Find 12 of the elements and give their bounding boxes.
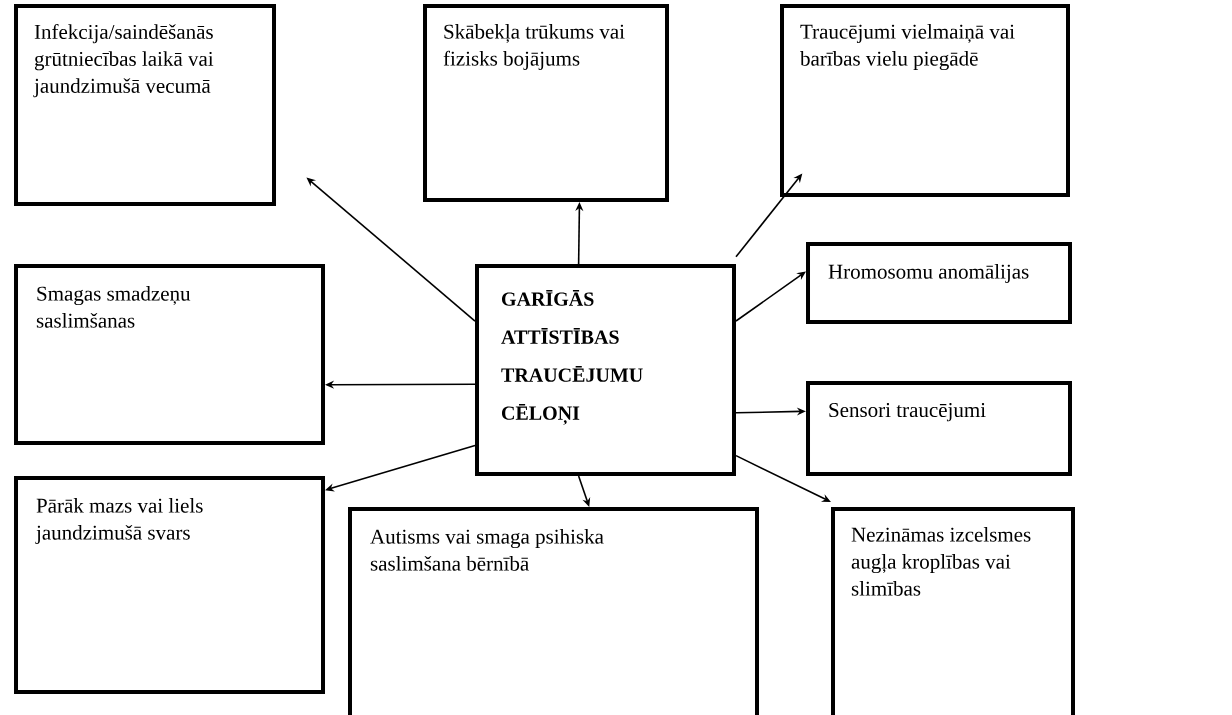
cause-box: Sensori traucējumi (806, 381, 1072, 476)
arrow (735, 271, 806, 322)
cause-box: Hromosomu anomālijas (806, 242, 1072, 324)
cause-box: Pārāk mazs vai liels jaundzimušā svars (14, 476, 325, 694)
cause-box: Skābekļa trūkums vai fizisks bojājums (423, 4, 669, 202)
cause-box: Smagas smadzeņu saslimšanas (14, 264, 325, 445)
cause-box: Nezināmas izcelsmes augļa kroplības vai slimības (831, 507, 1075, 715)
title-box: GARĪGĀS ATTĪSTĪBAS TRAUCĒJUMU CĒLOŅI (475, 264, 736, 476)
arrow (735, 454, 831, 502)
cause-box: Autisms vai smaga psihiska saslimšana bērnībā (348, 507, 759, 715)
cause-box: Traucējumi vielmaiņā vai barības vielu piegādē (780, 4, 1070, 197)
cause-box: Infekcija/saindēšanās grūtniecības laikā vai jaundzimušā vecumā (14, 4, 276, 206)
